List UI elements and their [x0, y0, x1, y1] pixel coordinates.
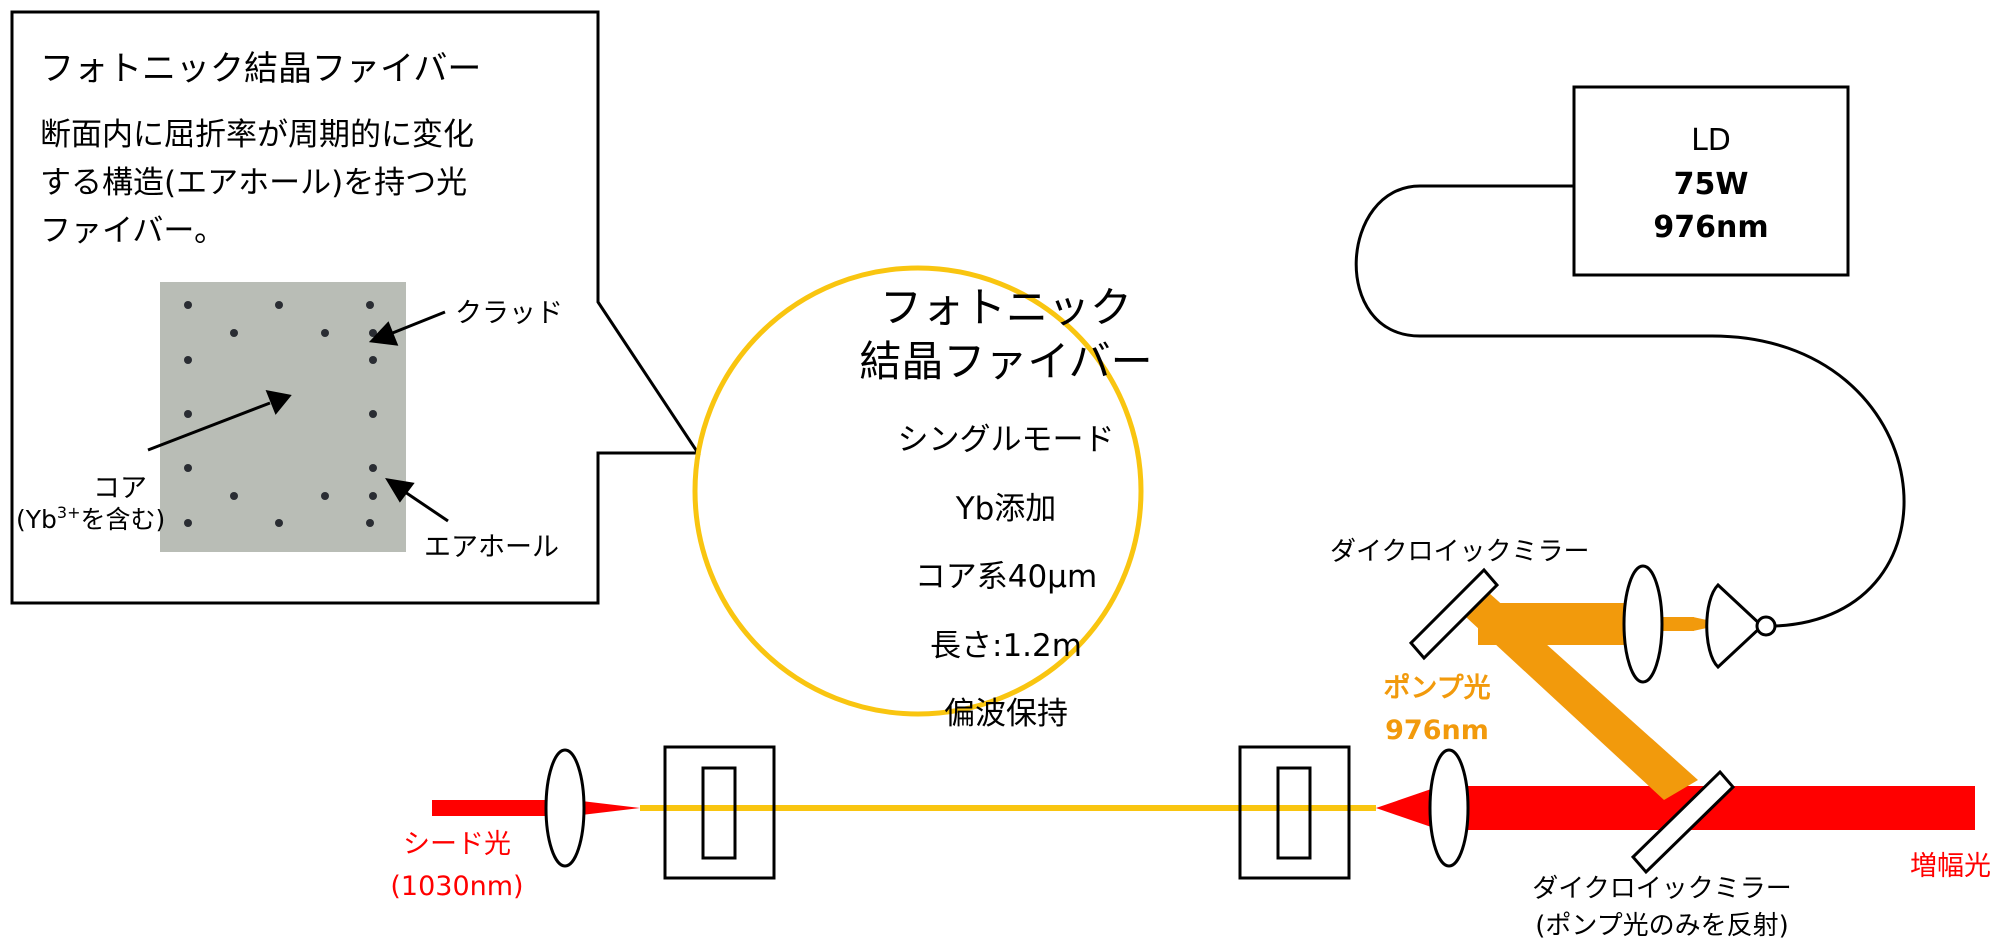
air-hole-dot	[184, 464, 192, 472]
input-fiber-holder	[663, 745, 776, 880]
output-lens	[1428, 748, 1470, 868]
air-hole-dot	[366, 519, 374, 527]
fiber-coil	[692, 265, 1144, 717]
input-fiber-holder-inner	[701, 766, 737, 860]
airhole-label: エアホール	[424, 532, 559, 563]
air-hole-dot	[184, 356, 192, 364]
pump-label-2: 976nm	[1385, 715, 1489, 746]
dichroic-mirror-bottom	[1630, 769, 1736, 875]
input-lens	[544, 748, 586, 868]
callout-desc-3: ファイバー。	[40, 213, 225, 249]
fiber-connector	[1755, 615, 1777, 637]
amplified-label: 増幅光	[1910, 851, 1991, 882]
output-fiber-holder	[1238, 745, 1351, 880]
core-label-2: (Yb3+を含む)	[16, 503, 165, 534]
seed-beam-focus	[573, 800, 640, 816]
air-hole-dot	[369, 356, 377, 364]
fiber-collimator	[1705, 582, 1765, 670]
callout-desc-2: する構造(エアホール)を持つ光	[40, 165, 467, 201]
output-beam-taper	[1376, 786, 1440, 830]
dichroic-bottom-label-2: (ポンプ光のみを反射)	[1535, 911, 1789, 941]
coil-title-2: 結晶ファイバー	[859, 337, 1152, 386]
air-hole-dot	[366, 301, 374, 309]
pump-label-1: ポンプ光	[1383, 673, 1490, 704]
air-hole-dot	[184, 301, 192, 309]
coil-spec-4: 長さ:1.2m	[930, 628, 1082, 664]
ld-wavelength: 976nm	[1653, 210, 1768, 245]
core-arrow	[147, 401, 271, 452]
air-hole-dot	[230, 492, 238, 500]
pump-beam-horizontal	[1478, 603, 1630, 645]
ld-delivery-fiber	[1354, 184, 1906, 628]
seed-label-2: (1030nm)	[390, 871, 523, 902]
pump-lens	[1622, 564, 1664, 684]
seed-label-1: シード光	[403, 829, 511, 860]
air-hole-dot	[369, 329, 377, 337]
ld-label: LD	[1691, 123, 1731, 158]
core-arrowhead	[265, 390, 292, 415]
clad-arrowhead	[368, 321, 399, 346]
dichroic-top-label: ダイクロイックミラー	[1330, 537, 1589, 567]
ld-power: 75W	[1674, 167, 1749, 202]
air-hole-dot	[184, 410, 192, 418]
ld-box	[1572, 85, 1850, 277]
air-hole-dot	[184, 519, 192, 527]
pump-beam-to-lens	[1658, 617, 1694, 631]
coil-title-1: フォトニック	[880, 283, 1132, 332]
coil-spec-1: シングルモード	[898, 422, 1115, 458]
air-hole-dot	[230, 329, 238, 337]
dichroic-bottom-label-1: ダイクロイックミラー	[1532, 874, 1791, 904]
air-hole-dot	[321, 329, 329, 337]
clad-arrow	[389, 310, 446, 336]
air-hole-dot	[369, 464, 377, 472]
coil-spec-3: コア系40μm	[915, 559, 1097, 595]
clad-label: クラッド	[455, 298, 563, 329]
fiber-cross-section-photo	[160, 282, 406, 552]
air-hole-dot	[275, 519, 283, 527]
callout-desc-1: 断面内に屈折率が周期的に変化	[40, 117, 474, 153]
seed-beam	[432, 800, 554, 816]
airhole-arrow	[404, 490, 449, 523]
airhole-arrowhead	[385, 477, 415, 503]
callout-title: フォトニック結晶ファイバー	[40, 49, 481, 89]
core-label-1: コア	[93, 473, 147, 504]
air-hole-dot	[369, 492, 377, 500]
air-hole-dot	[369, 410, 377, 418]
coil-spec-5: 偏波保持	[944, 696, 1068, 732]
output-fiber-holder-inner	[1276, 766, 1312, 860]
dichroic-mirror-top	[1408, 567, 1500, 661]
coil-spec-2: Yb添加	[955, 491, 1057, 527]
air-hole-dot	[275, 301, 283, 309]
air-hole-dot	[321, 492, 329, 500]
